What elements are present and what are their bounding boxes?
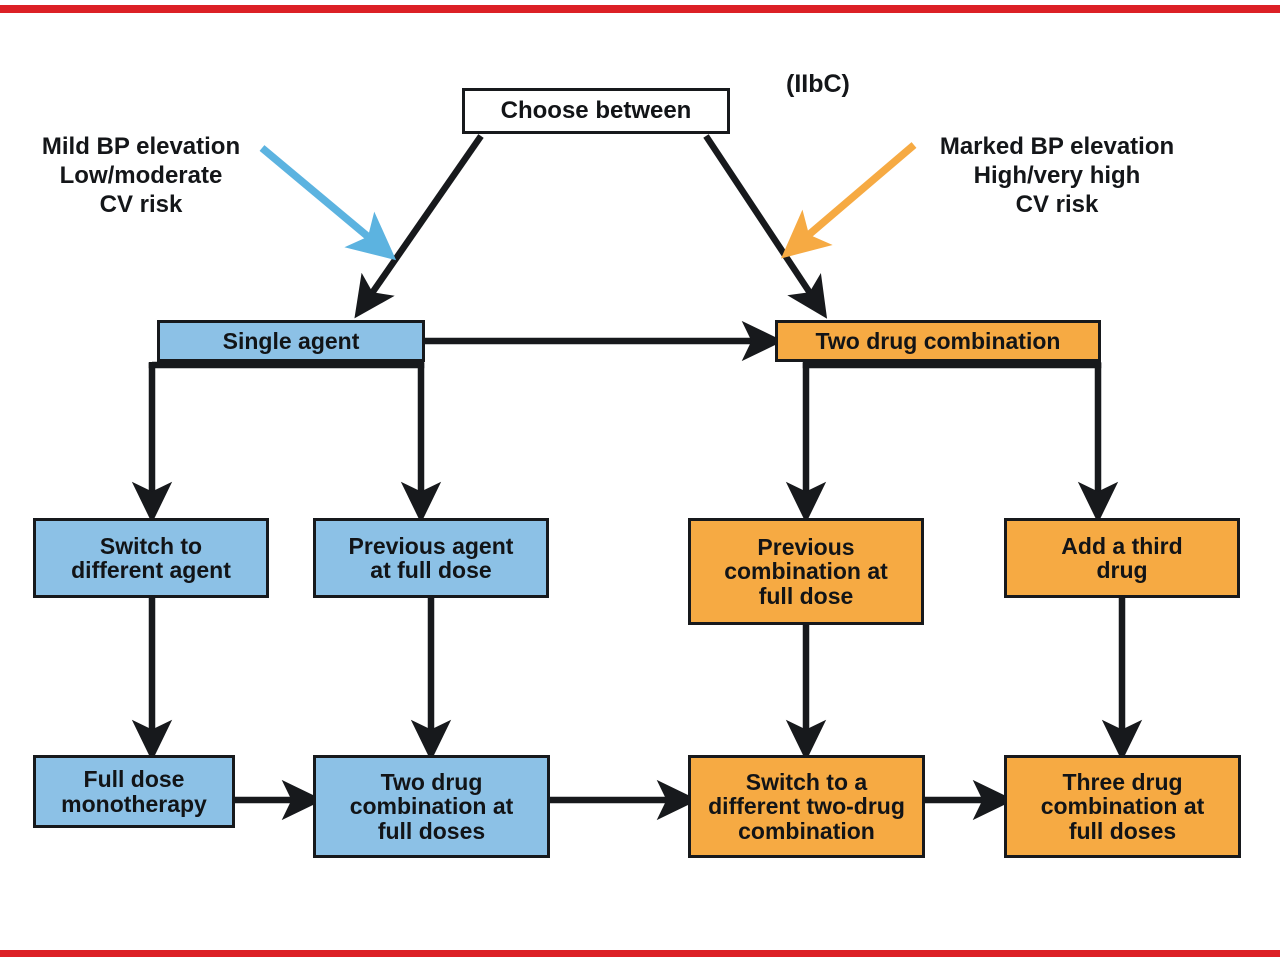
recommendation-class-tag: (IIbC) [786, 70, 850, 98]
edge-twodrug-bus [802, 361, 1102, 369]
node-full-dose-monotherapy[interactable]: Full dose monotherapy [33, 755, 235, 828]
node-switch-to-a-different-two-drug-combination[interactable]: Switch to a different two-drug combinati… [688, 755, 925, 858]
node-add-a-third-drug[interactable]: Add a third drug [1004, 518, 1240, 598]
marked-bp-arrow [781, 142, 917, 259]
node-single-agent[interactable]: Single agent [157, 320, 425, 362]
edge-choose-to-twodrug [703, 134, 828, 319]
edge-choose-to-single [354, 134, 484, 319]
node-choose-between[interactable]: Choose between [462, 88, 730, 134]
edge-single-bus [148, 361, 425, 369]
node-three-drug-combination-at-full-doses[interactable]: Three drug combination at full doses [1004, 755, 1241, 858]
node-previous-combination-at-full-dose[interactable]: Previous combination at full dose [688, 518, 924, 625]
node-two-drug-combination-at-full-doses[interactable]: Two drug combination at full doses [313, 755, 550, 858]
node-previous-agent-at-full-dose[interactable]: Previous agent at full dose [313, 518, 549, 598]
node-two-drug-combination[interactable]: Two drug combination [775, 320, 1101, 362]
node-switch-to-different-agent[interactable]: Switch to different agent [33, 518, 269, 598]
top-rule [0, 5, 1280, 13]
marked-bp-annotation: Marked BP elevation High/very high CV ri… [939, 133, 1175, 218]
mild-bp-arrow [259, 145, 397, 261]
mild-bp-annotation: Mild BP elevation Low/moderate CV risk [41, 133, 241, 218]
bottom-rule [0, 950, 1280, 957]
